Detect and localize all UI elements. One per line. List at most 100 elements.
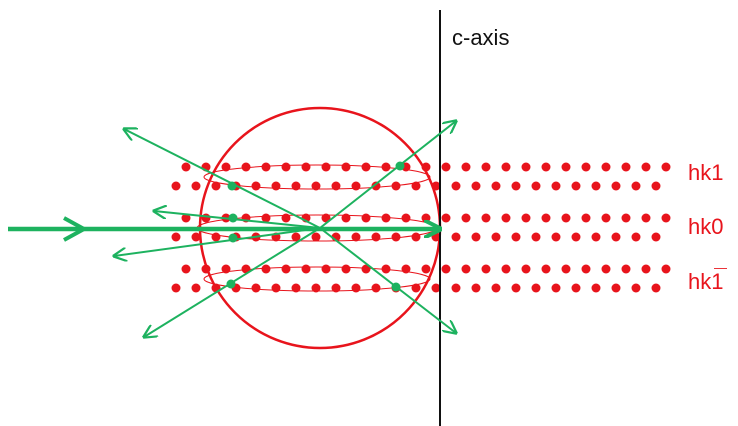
- lattice-spot: [251, 283, 261, 293]
- lattice-spot: [451, 283, 461, 293]
- lattice-spot: [291, 232, 301, 242]
- lattice-spot: [311, 181, 321, 191]
- lattice-spot: [371, 232, 381, 242]
- lattice-spot: [331, 181, 341, 191]
- lattice-spot: [171, 181, 181, 191]
- lattice-spot: [291, 181, 301, 191]
- lattice-spot: [471, 181, 481, 191]
- lattice-spot: [621, 213, 631, 223]
- intersection-point: [391, 282, 401, 292]
- lattice-spot: [301, 264, 311, 274]
- lattice-spot: [421, 264, 431, 274]
- lattice-spot: [271, 283, 281, 293]
- lattice-spot: [461, 213, 471, 223]
- lattice-spot: [501, 162, 511, 172]
- lattice-spot: [341, 264, 351, 274]
- lattice-spot: [561, 264, 571, 274]
- lattice-spot: [471, 283, 481, 293]
- lattice-spot: [591, 181, 601, 191]
- lattice-spot: [621, 162, 631, 172]
- lattice-spot: [181, 264, 191, 274]
- lattice-spot: [291, 283, 301, 293]
- lattice-spot: [211, 232, 221, 242]
- layer-label-hk-1-overbar: —: [714, 260, 727, 275]
- lattice-spot: [281, 162, 291, 172]
- lattice-spot: [351, 283, 361, 293]
- lattice-spot: [541, 162, 551, 172]
- lattice-spot: [201, 213, 211, 223]
- lattice-spot: [521, 162, 531, 172]
- lattice-spot: [361, 213, 371, 223]
- lattice-spot: [581, 213, 591, 223]
- lattice-spot: [411, 181, 421, 191]
- lattice-spot: [631, 283, 641, 293]
- lattice-spot: [191, 232, 201, 242]
- lattice-spot: [541, 213, 551, 223]
- lattice-spot: [511, 181, 521, 191]
- lattice-spot: [441, 213, 451, 223]
- lattice-spot: [591, 232, 601, 242]
- lattice-spot: [531, 181, 541, 191]
- lattice-spot: [351, 181, 361, 191]
- lattice-spot: [541, 264, 551, 274]
- lattice-spot: [361, 162, 371, 172]
- lattice-spot: [191, 283, 201, 293]
- lattice-spot: [401, 213, 411, 223]
- lattice-spot: [651, 283, 661, 293]
- ray-upper-left: [124, 129, 321, 229]
- lattice-spot: [171, 232, 181, 242]
- intersection-point: [228, 213, 238, 223]
- lattice-spot: [371, 181, 381, 191]
- lattice-spot: [511, 232, 521, 242]
- lattice-spot: [341, 162, 351, 172]
- intersection-point: [228, 233, 238, 243]
- lattice-spot: [601, 213, 611, 223]
- lattice-spot: [411, 283, 421, 293]
- layer-label-hk1: hk1: [688, 160, 723, 185]
- lattice-spot: [461, 162, 471, 172]
- lattice-spot: [521, 264, 531, 274]
- lattice-spot: [451, 181, 461, 191]
- lattice-spot: [621, 264, 631, 274]
- lattice-spot: [261, 264, 271, 274]
- lattice-spot: [481, 162, 491, 172]
- lattice-spot: [561, 162, 571, 172]
- lattice-spot: [661, 264, 671, 274]
- lattice-spot: [581, 162, 591, 172]
- lattice-spot: [501, 213, 511, 223]
- lattice-spot: [641, 264, 651, 274]
- lattice-spot: [481, 264, 491, 274]
- lattice-spot: [381, 213, 391, 223]
- lattice-spot: [601, 264, 611, 274]
- lattice-spot: [511, 283, 521, 293]
- lattice-spot: [241, 162, 251, 172]
- lattice-spot: [451, 232, 461, 242]
- lattice-spot: [581, 264, 591, 274]
- lattice-spot: [641, 162, 651, 172]
- intersection-point: [227, 181, 237, 191]
- lattice-spot: [551, 181, 561, 191]
- incident-beam-arrowhead: [63, 216, 89, 242]
- intersection-point: [395, 161, 405, 171]
- lattice-spot: [191, 181, 201, 191]
- lattice-spot: [331, 283, 341, 293]
- lattice-spot: [491, 232, 501, 242]
- ray-lower-right: [319, 227, 456, 333]
- ray-mid-lower-left: [114, 227, 321, 256]
- lattice-spot: [481, 213, 491, 223]
- lattice-spot: [411, 232, 421, 242]
- lattice-spot: [551, 232, 561, 242]
- lattice-spot: [491, 181, 501, 191]
- lattice-spot: [661, 213, 671, 223]
- intersection-point: [226, 279, 236, 289]
- lattice-spot: [211, 181, 221, 191]
- lattice-spot: [521, 213, 531, 223]
- lattice-spot: [321, 264, 331, 274]
- layer-label-hk0: hk0: [688, 214, 723, 239]
- lattice-spot: [661, 162, 671, 172]
- lattice-spot: [391, 232, 401, 242]
- lattice-spot: [611, 283, 621, 293]
- lattice-spot: [441, 162, 451, 172]
- lattice-spot: [171, 283, 181, 293]
- lattice-spot: [271, 181, 281, 191]
